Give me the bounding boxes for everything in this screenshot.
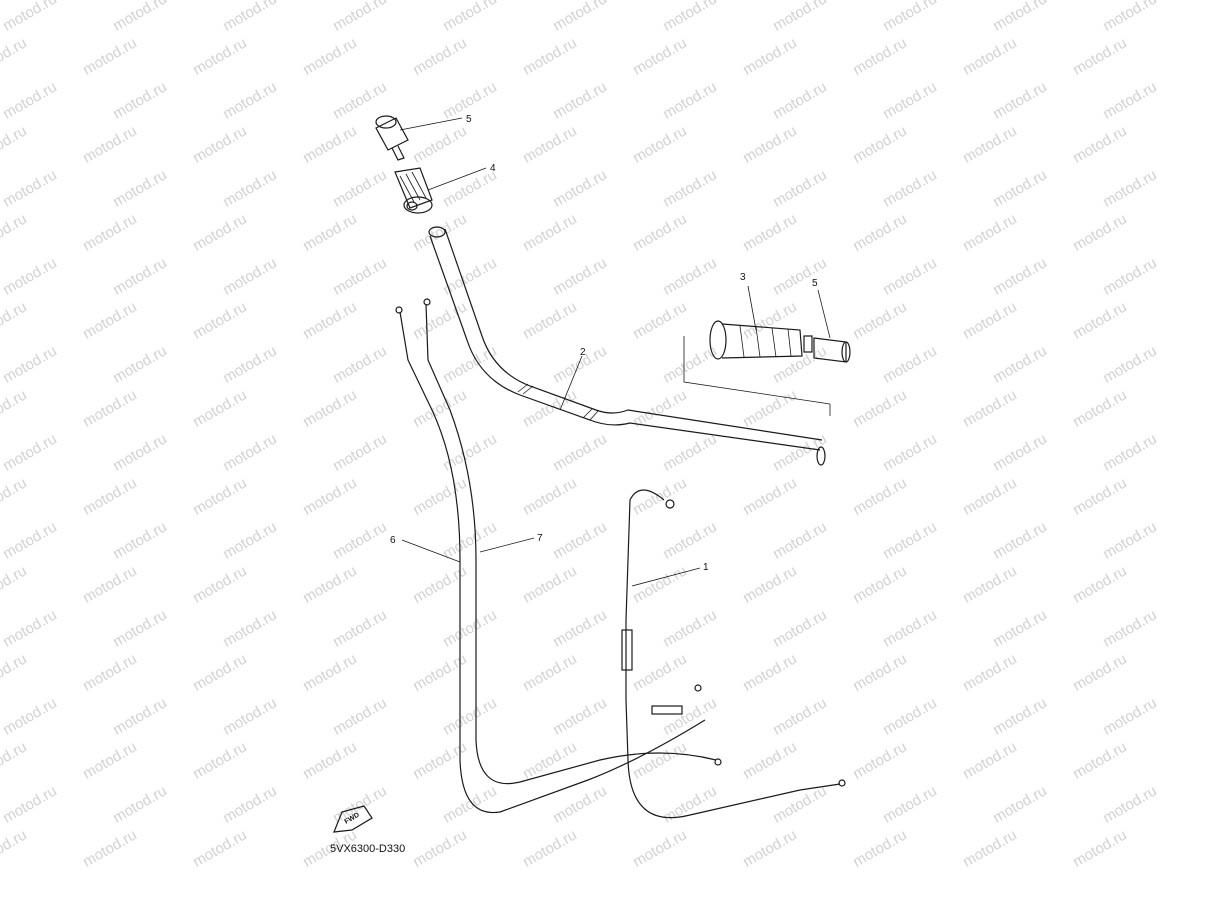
- fwd-badge: FWD: [333, 805, 373, 833]
- callout-1: 1: [703, 562, 709, 573]
- callout-2: 2: [580, 347, 586, 358]
- callout-4: 4: [490, 163, 496, 174]
- callout-7: 7: [537, 533, 543, 544]
- cable-7[interactable]: [423, 298, 717, 785]
- grip-right-inset: [683, 320, 851, 416]
- handlebar[interactable]: [428, 226, 826, 466]
- callout-5-left: 5: [466, 114, 472, 125]
- end-weight-left[interactable]: [375, 115, 409, 161]
- cable-6[interactable]: [395, 306, 706, 814]
- grip-right[interactable]: [709, 320, 803, 360]
- fwd-text: FWD: [344, 812, 361, 826]
- grip-left[interactable]: [394, 167, 433, 214]
- callout-6: 6: [390, 535, 396, 546]
- end-weight-right[interactable]: [803, 335, 851, 363]
- diagram-code: 5VX6300-D330: [330, 843, 406, 855]
- callout-3: 3: [740, 272, 746, 283]
- throttle-cable[interactable]: [621, 489, 846, 819]
- callout-leaders: [399, 117, 831, 587]
- callout-5-right: 5: [812, 278, 818, 289]
